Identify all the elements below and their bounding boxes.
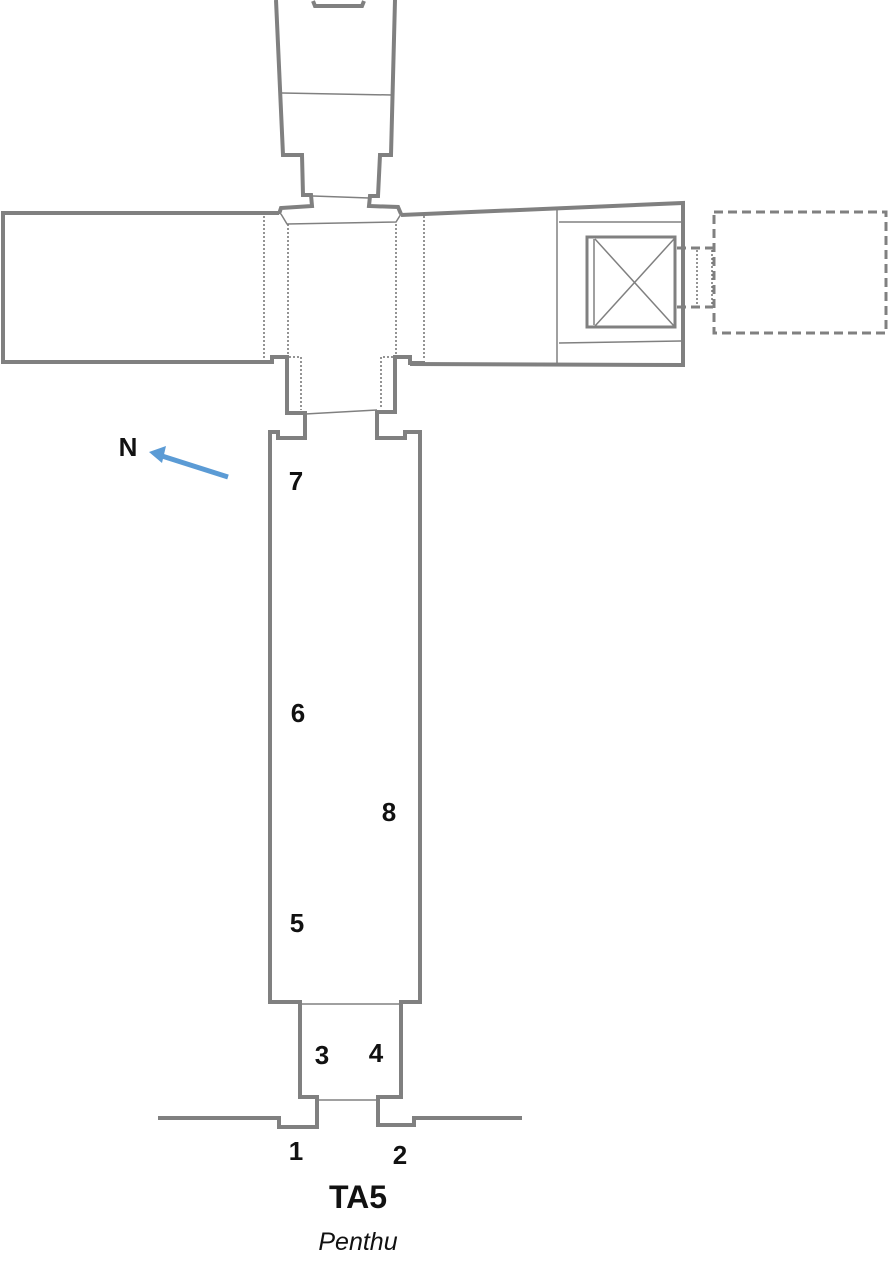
long-hall [158,430,522,1129]
plan-subtitle: Penthu [318,1228,397,1256]
burial-chamber [556,210,888,364]
unexcavated-room [712,210,888,335]
wall-label-7: 7 [289,466,303,496]
wall-label-1: 1 [289,1136,303,1166]
arrow-head-icon [149,446,166,463]
shaft-cross-icon [594,238,675,327]
wall-label-5: 5 [290,908,304,938]
wall-label-4: 4 [369,1038,384,1068]
wall-label-2: 2 [393,1140,407,1170]
north-arrow: N [119,432,229,480]
shrine [274,0,403,225]
wall-label-6: 6 [291,698,305,728]
plan-title: TA5 [329,1179,387,1215]
wall-label-8: 8 [382,797,396,827]
wall-label-3: 3 [315,1040,329,1070]
transverse-hall [1,200,685,440]
north-label: N [119,432,138,462]
